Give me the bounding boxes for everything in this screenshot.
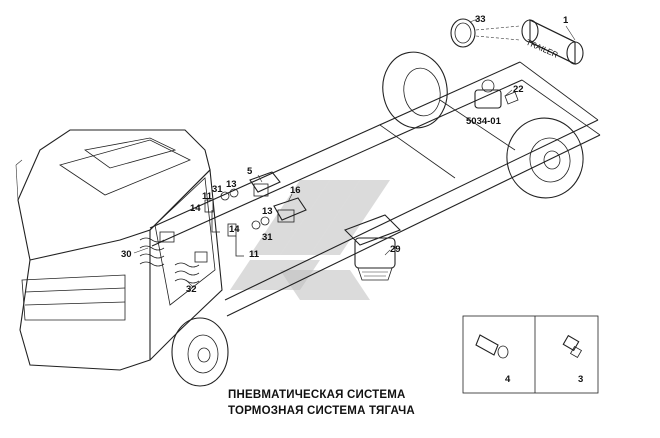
part-labels: 1 33 22 5034-01 5 31 13 11 14 16 13 31 1… xyxy=(121,14,583,385)
label-16: 16 xyxy=(290,185,301,196)
sensor-4 xyxy=(475,334,509,359)
label-5034-01: 5034-01 xyxy=(466,116,502,127)
caption: ПНЕВМАТИЧЕСКАЯ СИСТЕМА ТОРМОЗНАЯ СИСТЕМА… xyxy=(228,389,415,417)
label-31-lower: 31 xyxy=(262,232,273,243)
inset-box xyxy=(462,315,599,394)
valve-16 xyxy=(273,197,307,223)
label-11-upper: 11 xyxy=(202,191,213,202)
watermark-logo xyxy=(230,180,390,300)
label-22: 22 xyxy=(513,84,524,95)
clamp-ring-33 xyxy=(450,18,476,48)
label-32: 32 xyxy=(186,284,197,295)
caption-line-1: ПНЕВМАТИЧЕСКАЯ СИСТЕМА xyxy=(228,389,406,401)
air-tank-1: TRAILER xyxy=(521,19,584,65)
label-3: 3 xyxy=(578,374,583,385)
label-1: 1 xyxy=(563,15,569,26)
tank-text: TRAILER xyxy=(525,38,560,60)
rear-wheel-left xyxy=(382,51,448,129)
label-14-lower: 14 xyxy=(229,224,240,235)
valve-5 xyxy=(249,171,281,197)
trailer-valve xyxy=(474,79,519,109)
front-wheel xyxy=(171,317,229,387)
label-30: 30 xyxy=(121,249,132,260)
label-5: 5 xyxy=(247,166,253,177)
sensor-3 xyxy=(562,334,583,359)
label-4: 4 xyxy=(505,374,511,385)
label-13-upper: 13 xyxy=(226,179,237,190)
leader-lines xyxy=(133,17,576,287)
label-11-lower: 11 xyxy=(249,249,260,260)
truck-cab xyxy=(15,129,223,371)
label-14-upper: 14 xyxy=(190,203,201,214)
caption-line-2: ТОРМОЗНАЯ СИСТЕМА ТЯГАЧА xyxy=(228,405,415,417)
fittings-13-31 xyxy=(204,188,270,257)
brake-chamber-30 xyxy=(139,231,175,267)
label-13-lower: 13 xyxy=(262,206,273,217)
chassis-frame xyxy=(149,61,601,317)
rear-wheel-right xyxy=(506,117,584,199)
air-dryer-29 xyxy=(344,214,401,281)
label-31-upper: 31 xyxy=(212,184,223,195)
brake-chamber-32 xyxy=(174,251,208,284)
label-33: 33 xyxy=(475,14,486,25)
label-29: 29 xyxy=(390,244,401,255)
